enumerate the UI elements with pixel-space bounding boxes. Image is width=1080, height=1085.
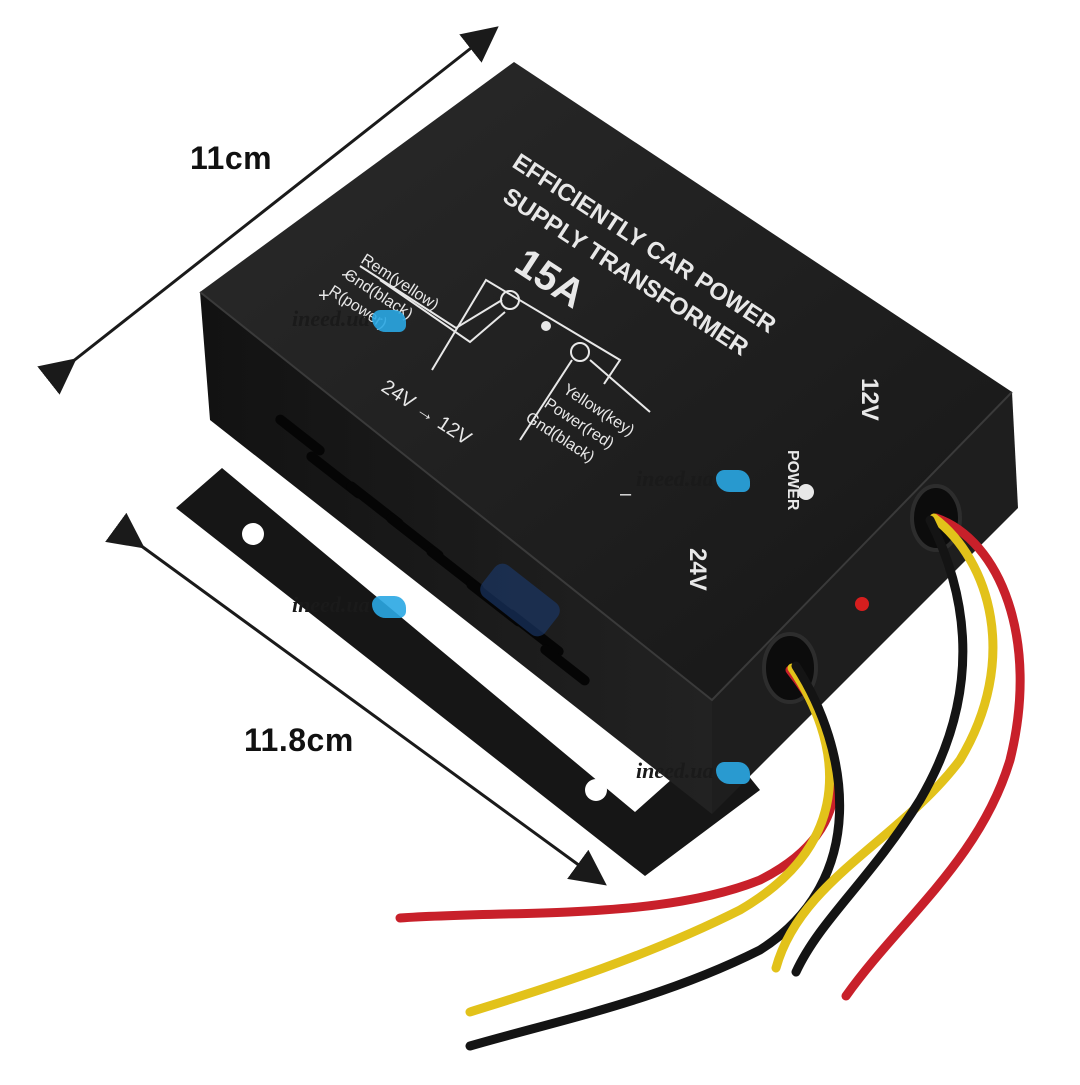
watermark-logo-icon (371, 595, 406, 618)
watermark: ineed.ua (636, 758, 750, 784)
width-dimension-label: 11cm (190, 140, 273, 176)
wiring-diagram (359, 265, 651, 441)
label-12v: 12V (856, 378, 883, 421)
status-led (855, 597, 869, 611)
vent-slots (275, 414, 590, 686)
power-indicator-icon (798, 484, 814, 500)
watermark-text: ineed.ua (636, 758, 714, 783)
width-dimension-arrow (37, 26, 499, 395)
watermark: ineed.ua (636, 466, 750, 492)
watermark-logo-icon (715, 761, 750, 784)
mounting-hole (242, 523, 264, 545)
input-wires (395, 661, 844, 1051)
length-dimension-arrow (105, 512, 607, 886)
mounting-hole (585, 779, 607, 801)
watermark-text: ineed.ua (292, 592, 370, 617)
watermark-text: ineed.ua (292, 306, 370, 331)
input-minus: – (342, 263, 354, 285)
power-label: POWER (784, 450, 801, 511)
watermark: ineed.ua (292, 592, 406, 618)
output-minus: – (620, 483, 632, 505)
watermark: ineed.ua (292, 306, 406, 332)
watermark-text: ineed.ua (636, 466, 714, 491)
label-24v: 24V (684, 548, 711, 591)
mounting-flange (176, 468, 760, 876)
watermark-logo-icon (715, 469, 750, 492)
output-wires (771, 513, 1025, 1001)
input-plus: + (318, 285, 330, 307)
watermark-logo-icon (371, 309, 406, 332)
length-dimension-label: 11.8cm (244, 722, 354, 758)
